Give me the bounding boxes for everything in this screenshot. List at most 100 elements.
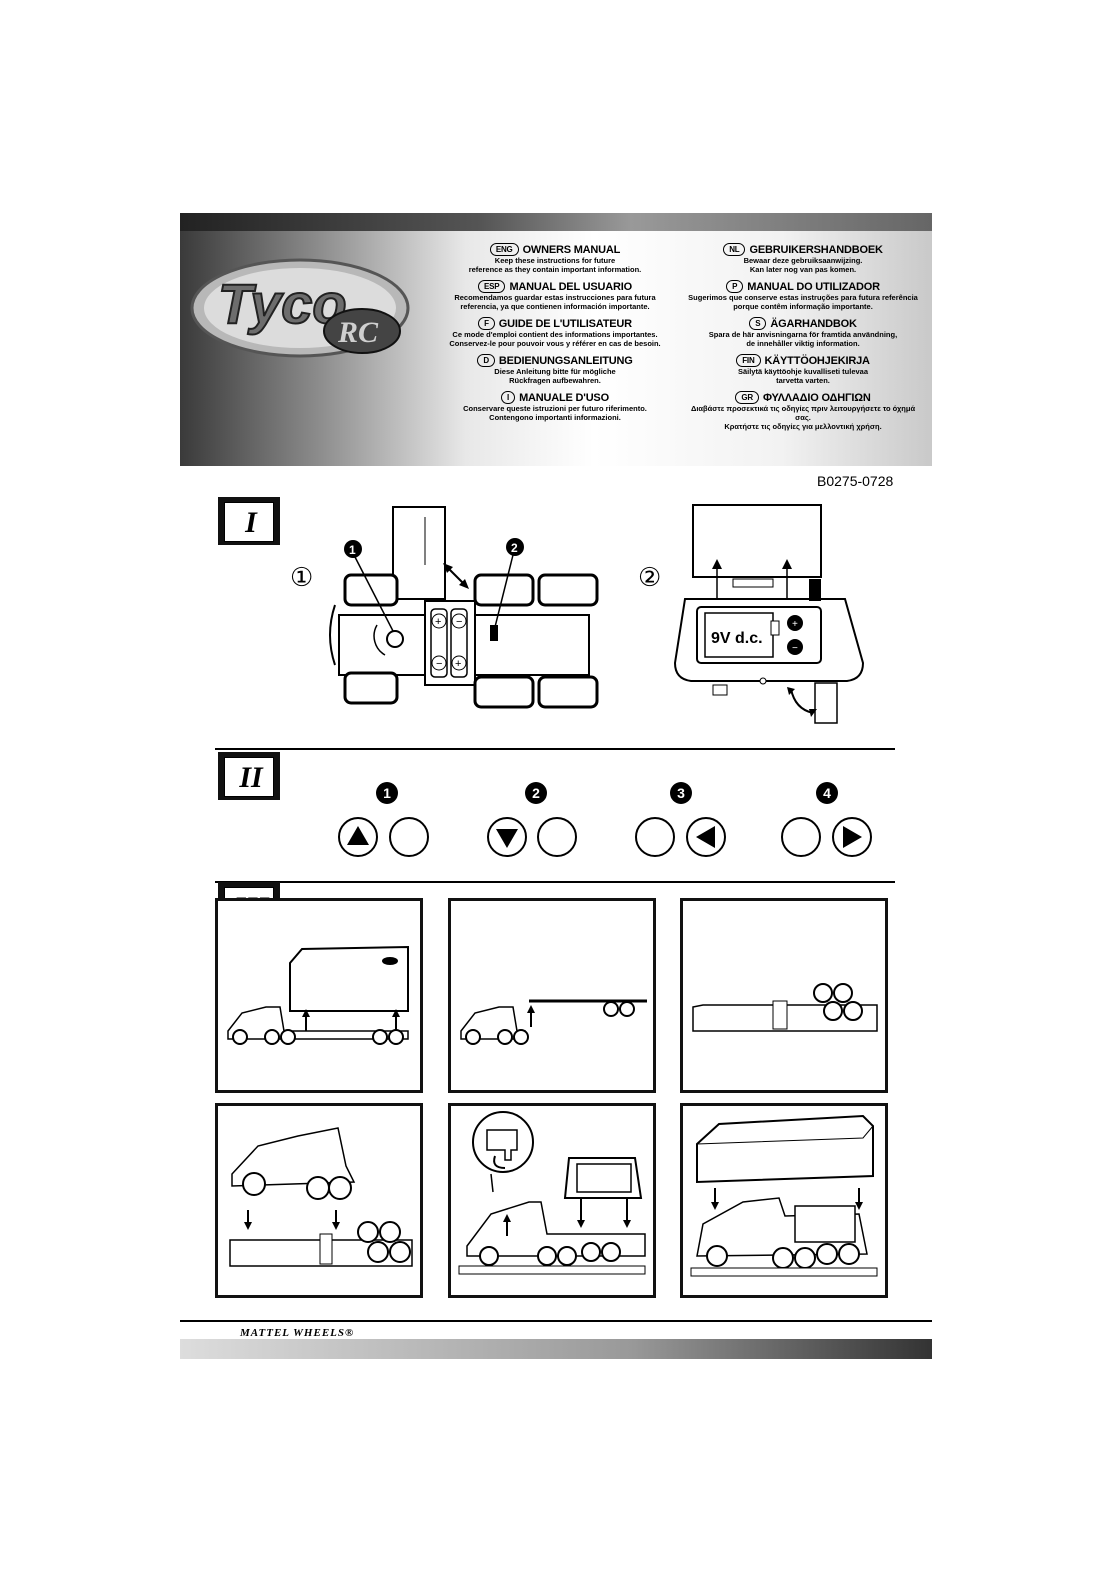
- lang-badge-eng: ENG: [490, 243, 519, 256]
- controller-attach-illustration: [451, 1106, 653, 1295]
- manual-entry-gr: GR ΦΥΛΛΑΔΙΟ ΟΔΗΓΙΩΝ Διαβάστε προσεκτικά τ…: [683, 391, 923, 431]
- controller-battery-diagram: 9V d.c. + −: [665, 503, 880, 728]
- manual-title: ΦΥΛΛΑΔΙΟ ΟΔΗΓΙΩΝ: [763, 392, 871, 404]
- reverse-button[interactable]: [487, 817, 527, 857]
- manual-text: Conservare queste istruzioni per futuro …: [435, 404, 675, 413]
- control-number-1: 1: [376, 782, 398, 804]
- manual-text: referencia, ya que contienen información…: [435, 302, 675, 311]
- manual-title: MANUAL DO UTILIZADOR: [747, 281, 880, 293]
- manual-text: Bewaar deze gebruiksaanwijzing.: [683, 256, 923, 265]
- lang-badge-nl: NL: [723, 243, 745, 256]
- lang-badge-fin: FIN: [736, 354, 760, 367]
- section-divider-iii: [215, 881, 895, 883]
- battery-label: 9V d.c.: [711, 630, 763, 647]
- footer-divider: [180, 1320, 932, 1322]
- manual-column-left: ENG OWNERS MANUAL Keep these instructions…: [435, 243, 675, 428]
- step-panel-4: [215, 1103, 423, 1298]
- section-number: II: [233, 762, 269, 794]
- manual-title: ÄGARHANDBOK: [770, 318, 856, 330]
- truck-flatbed-illustration: [451, 901, 653, 1090]
- manual-text: de innehåller viktig information.: [683, 339, 923, 348]
- language-manual-list: ENG OWNERS MANUAL Keep these instructions…: [435, 243, 925, 463]
- section-number: I: [233, 507, 269, 539]
- lang-badge-gr: GR: [735, 391, 759, 404]
- left-button[interactable]: [686, 817, 726, 857]
- header-banner: Tyco RC ENG OWNERS MANUAL Keep these inst…: [180, 213, 932, 466]
- control-number-2: 2: [525, 782, 547, 804]
- right-button[interactable]: [832, 817, 872, 857]
- step-panel-1: [215, 898, 423, 1093]
- manual-entry-s: S ÄGARHANDBOK Spara de här anvisningarna …: [683, 317, 923, 348]
- svg-text:RC: RC: [337, 316, 379, 349]
- manual-entry-fin: FIN KÄYTTÖOHJEKIRJA Säilytä käyttöohje ku…: [683, 354, 923, 385]
- triangle-down-icon: [489, 819, 525, 855]
- manual-title: MANUALE D'USO: [519, 392, 609, 404]
- steer-button-idle[interactable]: [537, 817, 577, 857]
- manual-entry-eng: ENG OWNERS MANUAL Keep these instructions…: [435, 243, 675, 274]
- forward-button[interactable]: [338, 817, 378, 857]
- vehicle-battery-diagram: + − − + 1 2: [325, 505, 610, 725]
- steer-button-idle[interactable]: [389, 817, 429, 857]
- manual-text: Sugerimos que conserve estas instruções …: [683, 293, 923, 302]
- svg-text:−: −: [456, 616, 462, 628]
- manual-text: reference as they contain important info…: [435, 265, 675, 274]
- manual-text: Conservez-le pour pouvoir vous y référer…: [435, 339, 675, 348]
- manual-title: OWNERS MANUAL: [523, 244, 621, 256]
- manual-entry-nl: NL GEBRUIKERSHANDBOEK Bewaar deze gebruik…: [683, 243, 923, 274]
- manual-entry-i: I MANUALE D'USO Conservare queste istruzi…: [435, 391, 675, 422]
- step-panel-6: [680, 1103, 888, 1298]
- throttle-button-idle[interactable]: [635, 817, 675, 857]
- trailer-cover-attach-illustration: [683, 1106, 885, 1295]
- svg-text:+: +: [455, 658, 461, 670]
- triangle-left-icon: [688, 819, 724, 855]
- manual-text: Rückfragen aufbewahren.: [435, 376, 675, 385]
- svg-text:+: +: [792, 619, 798, 630]
- step-panel-3: [680, 898, 888, 1093]
- lang-badge-s: S: [749, 317, 766, 330]
- manual-text: Διαβάστε προσεκτικά τις οδηγίες πριν λει…: [683, 404, 923, 422]
- section-badge-i: I: [218, 497, 280, 545]
- lang-badge-d: D: [477, 354, 495, 367]
- callout-2: 2: [511, 541, 518, 555]
- manual-column-right: NL GEBRUIKERSHANDBOEK Bewaar deze gebruik…: [683, 243, 923, 437]
- logo-graphic: Tyco RC: [190, 253, 415, 363]
- manual-title: GUIDE DE L'UTILISATEUR: [499, 318, 632, 330]
- lang-badge-f: F: [478, 317, 495, 330]
- manual-text: Spara de här anvisningarna för framtida …: [683, 330, 923, 339]
- manual-text: Ce mode d'emploi contient des informatio…: [435, 330, 675, 339]
- svg-text:−: −: [436, 658, 442, 670]
- step-marker-1: ①: [290, 563, 313, 593]
- truck-trailer-lift-illustration: [218, 901, 420, 1090]
- manual-text: Säilytä käyttöohje kuvalliseti tulevaa: [683, 367, 923, 376]
- lang-badge-i: I: [501, 391, 515, 404]
- lang-badge-esp: ESP: [478, 280, 505, 293]
- svg-text:+: +: [435, 616, 441, 628]
- footer-brand: MATTEL WHEELS®: [240, 1327, 354, 1339]
- step-marker-2: ②: [638, 563, 661, 593]
- section-divider-ii: [215, 748, 895, 750]
- manual-text: Kan later nog van pas komen.: [683, 265, 923, 274]
- triangle-up-icon: [340, 819, 376, 855]
- manual-title: BEDIENUNGSANLEITUNG: [499, 355, 633, 367]
- section-badge-ii: II: [218, 752, 280, 800]
- triangle-right-icon: [834, 819, 870, 855]
- throttle-button-idle[interactable]: [781, 817, 821, 857]
- manual-entry-p: P MANUAL DO UTILIZADOR Sugerimos que cons…: [683, 280, 923, 311]
- manual-entry-f: F GUIDE DE L'UTILISATEUR Ce mode d'emploi…: [435, 317, 675, 348]
- control-number-3: 3: [670, 782, 692, 804]
- manual-text: Keep these instructions for future: [435, 256, 675, 265]
- manual-title: KÄYTTÖOHJEKIRJA: [765, 355, 870, 367]
- tyco-rc-logo: Tyco RC: [190, 253, 415, 363]
- footer-bar: [180, 1339, 932, 1359]
- manual-text: Contengono importanti informazioni.: [435, 413, 675, 422]
- product-code: B0275-0728: [817, 473, 893, 489]
- manual-text: tarvetta varten.: [683, 376, 923, 385]
- control-number-4: 4: [816, 782, 838, 804]
- step-panel-5: [448, 1103, 656, 1298]
- svg-text:−: −: [792, 643, 798, 654]
- banner-top-strip: [180, 213, 932, 231]
- manual-title: GEBRUIKERSHANDBOEK: [749, 244, 882, 256]
- lang-badge-p: P: [726, 280, 743, 293]
